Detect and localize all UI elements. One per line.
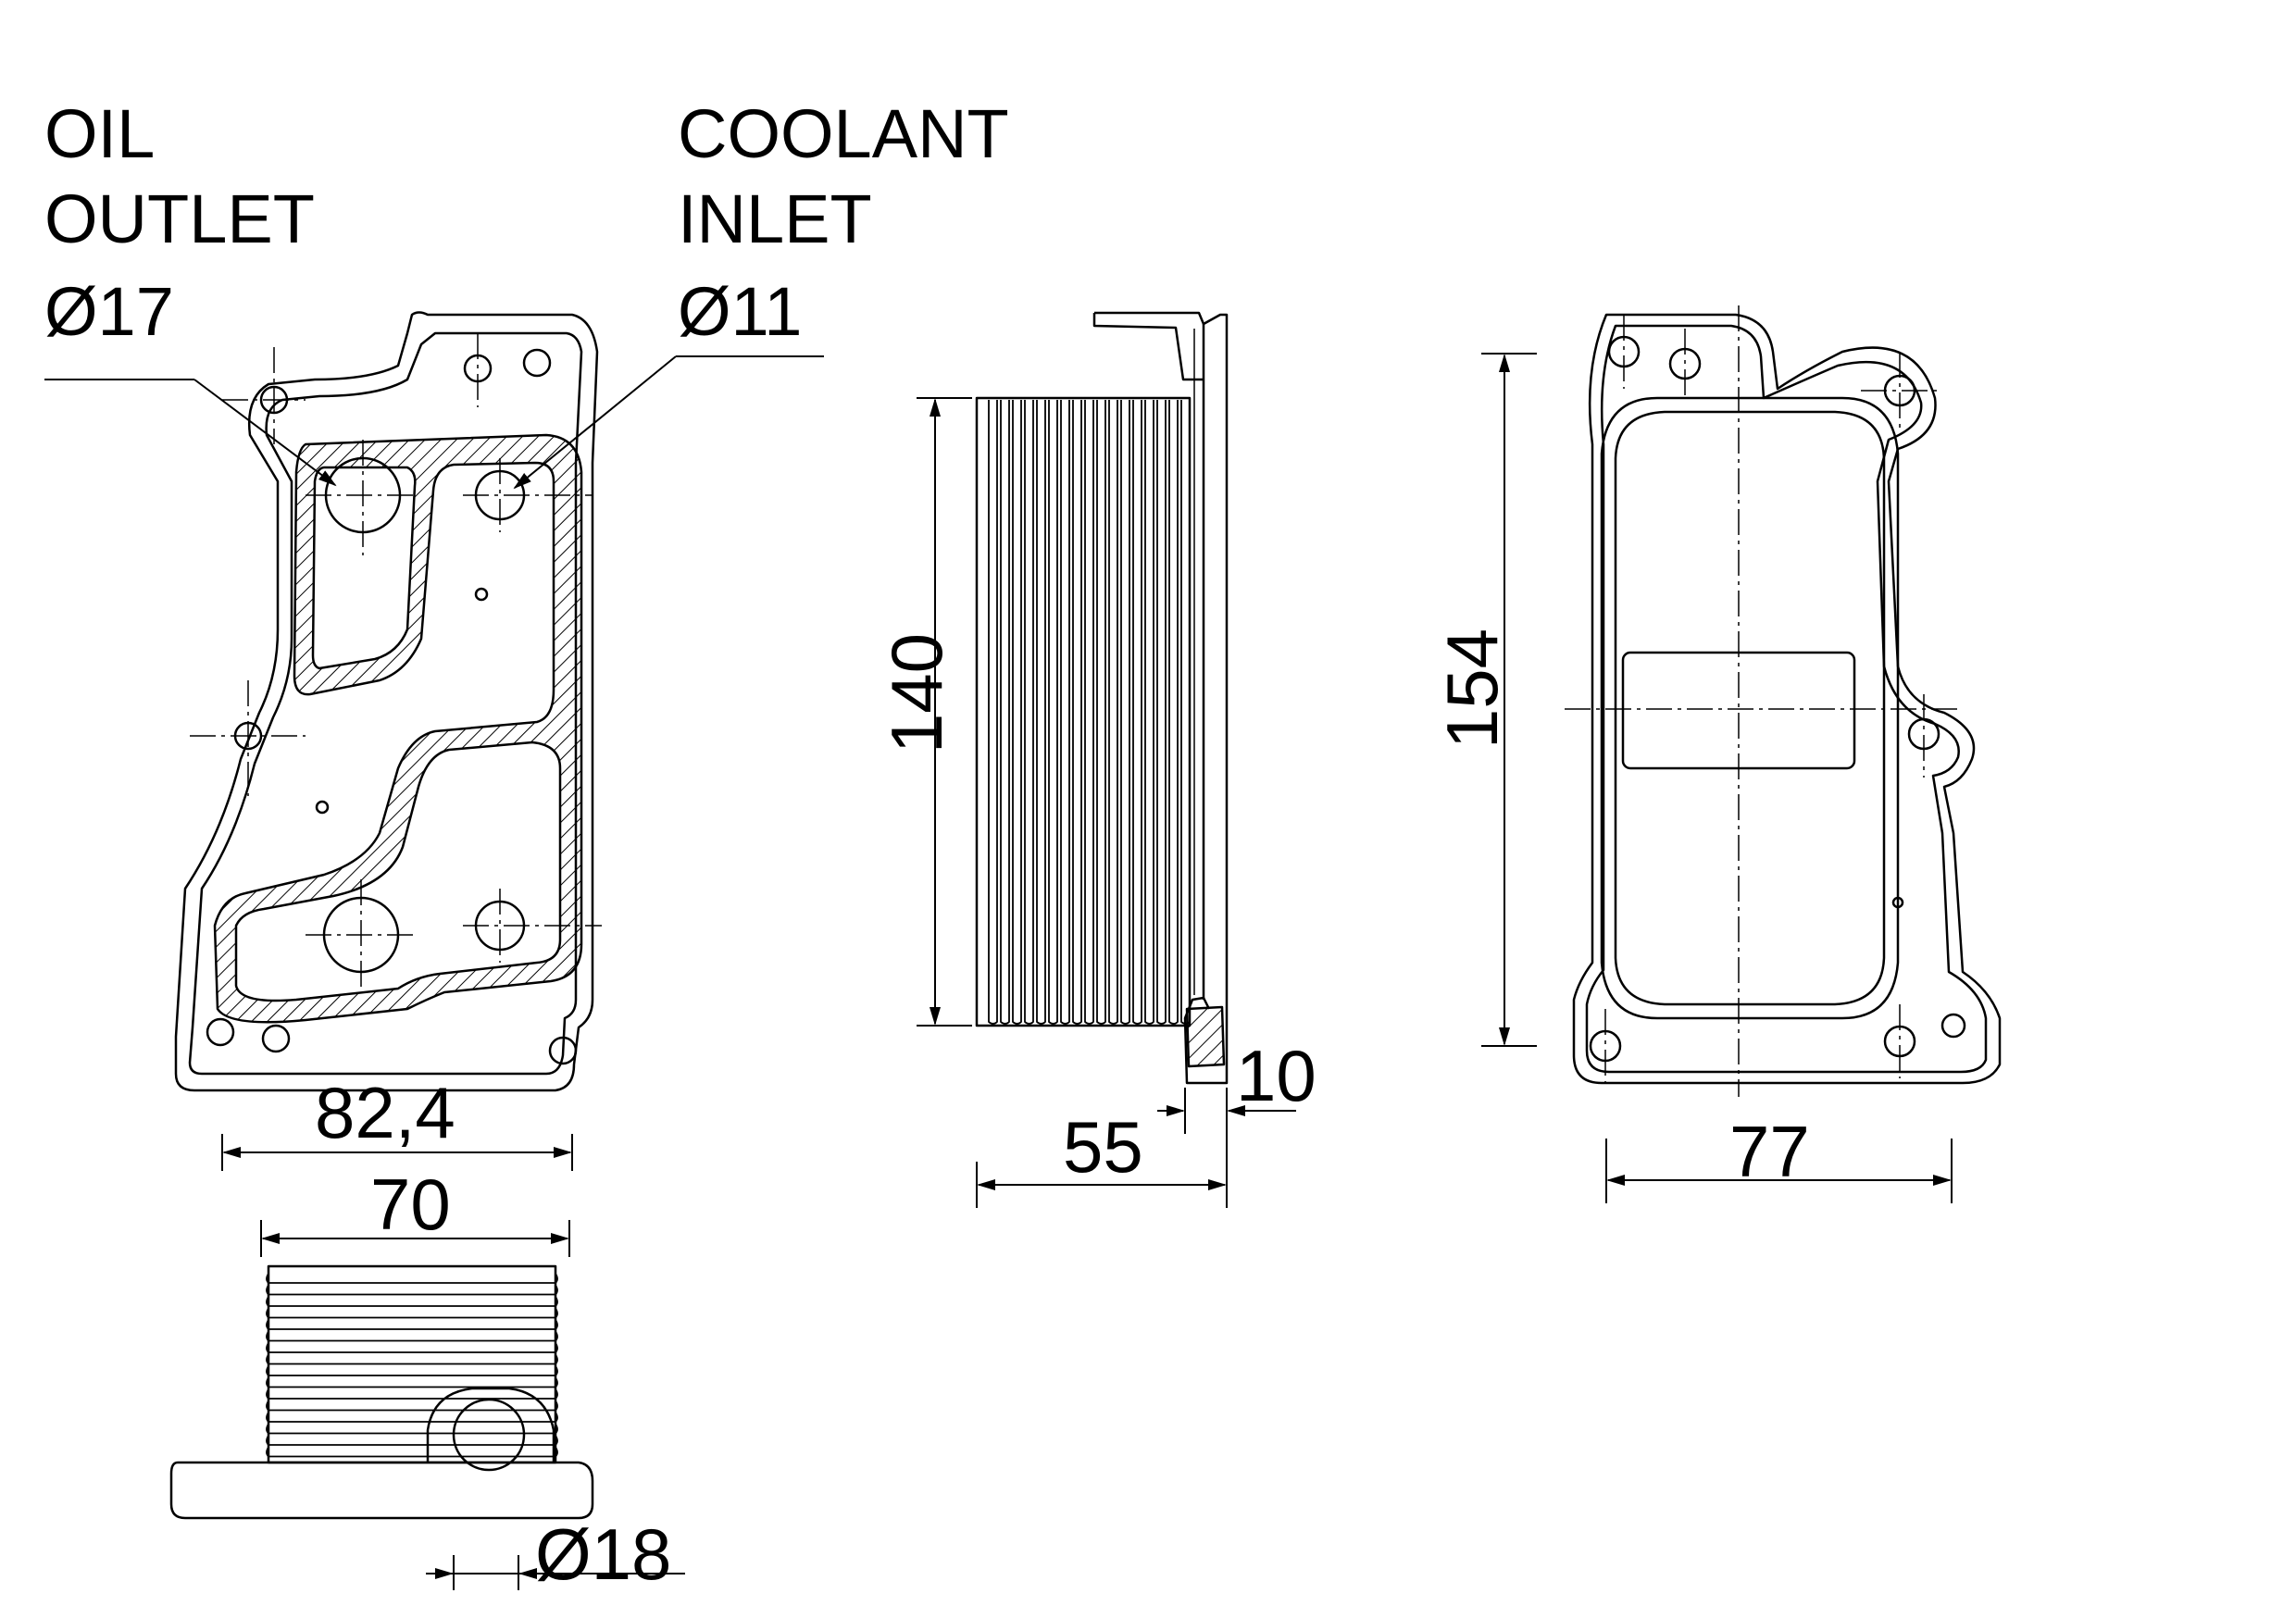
dim-line-width-top (221, 1134, 573, 1171)
fin-plate (266, 1365, 558, 1376)
fin-plate (1132, 400, 1142, 1025)
fin-plate (1144, 400, 1154, 1025)
rear-view-centerlines (1565, 305, 1963, 1097)
fin-plate (1072, 400, 1082, 1025)
front-view-outline (174, 311, 599, 1092)
fin-plate (266, 1435, 558, 1446)
front-view (174, 311, 599, 1092)
fin-plate (988, 400, 998, 1025)
fin-plate (266, 1285, 558, 1296)
oil-outlet-diameter-label: Ø17 (44, 273, 174, 350)
bolt-hole (548, 1036, 578, 1065)
fin-plate (266, 1331, 558, 1342)
fin-plate (1156, 400, 1167, 1025)
fin-plate (266, 1354, 558, 1365)
fin-plate (1168, 400, 1179, 1025)
pin-hole (315, 800, 330, 815)
dimension-height-side: 140 (876, 632, 957, 754)
side-view (917, 311, 1296, 1208)
fin-plate (1060, 400, 1070, 1025)
fin-plate (266, 1424, 558, 1435)
dimension-width-top: 82,4 (315, 1072, 455, 1153)
dimension-outlet-diameter: Ø18 (535, 1513, 672, 1595)
fin-plate (1012, 400, 1022, 1025)
fin-plate (1024, 400, 1034, 1025)
oil-outlet-label-line-1: OIL (44, 95, 156, 172)
fin-plate (266, 1296, 558, 1307)
bolt-hole (1940, 1013, 1966, 1039)
rear-view-outline (1572, 313, 2002, 1085)
rear-core-inner (1614, 410, 1886, 1006)
side-lower-boss (1185, 1005, 1226, 1068)
dimension-depth-side: 55 (1063, 1106, 1143, 1188)
dimension-width-bottom: 70 (370, 1164, 451, 1245)
front-view-inner-outline (188, 331, 583, 1076)
fin-plate (1084, 400, 1094, 1025)
oil-outlet-label-line-2: OUTLET (44, 180, 315, 257)
fin-plate (1108, 400, 1118, 1025)
fin-plate (266, 1400, 558, 1412)
coolant-inlet-label-line-2: INLET (678, 180, 872, 257)
fin-plate (266, 1377, 558, 1388)
bottom-view (169, 1220, 685, 1590)
mounting-flange-bottom (169, 1461, 594, 1520)
port-boss-bottom (426, 1387, 555, 1462)
dimension-width-rear: 77 (1729, 1111, 1810, 1192)
pin-hole (1891, 896, 1904, 909)
rear-label-plate (1621, 651, 1856, 770)
coolant-inlet-diameter-label: Ø11 (678, 273, 803, 350)
fin-plate (1120, 400, 1130, 1025)
side-flange (1094, 311, 1229, 1085)
fin-plate (266, 1273, 558, 1284)
coolant-inlet-label-line-1: COOLANT (678, 95, 1009, 172)
fin-plate (266, 1412, 558, 1423)
rear-view (1481, 313, 2002, 1203)
pin-hole (474, 587, 489, 602)
bolt-hole (261, 1024, 291, 1053)
dimension-height-rear: 154 (1431, 628, 1513, 750)
outlet-port-bottom (452, 1398, 526, 1472)
rear-view-inner-outline (1585, 324, 1988, 1074)
fin-plate (1048, 400, 1058, 1025)
fin-plate (266, 1447, 558, 1458)
bolt-hole (522, 348, 552, 378)
fin-plate (1000, 400, 1010, 1025)
fin-plate (1180, 400, 1191, 1025)
side-fin-lines (988, 400, 1191, 1025)
fin-plate (266, 1308, 558, 1319)
fin-plate (1036, 400, 1046, 1025)
side-bracket (1092, 313, 1204, 381)
gasket-seal (213, 433, 583, 1024)
fin-plate (266, 1388, 558, 1400)
label-leaders (44, 355, 824, 490)
rear-core-outer (1600, 396, 1900, 1020)
fin-plate (266, 1319, 558, 1330)
front-view-centerlines (190, 333, 602, 990)
fin-plate (1096, 400, 1106, 1025)
bolt-hole (206, 1017, 235, 1047)
dimension-flange-thickness: 10 (1236, 1035, 1316, 1116)
fin-lines (266, 1273, 558, 1458)
fin-plate (266, 1342, 558, 1353)
